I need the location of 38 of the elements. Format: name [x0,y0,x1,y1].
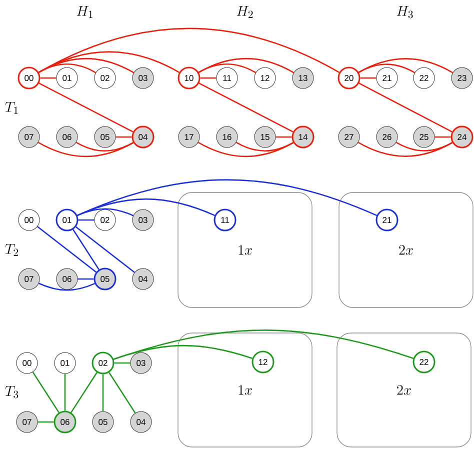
edge-line [113,330,414,360]
edge-line [102,374,104,412]
math-label: $T_2$ [5,244,18,256]
edge-line [37,226,97,273]
edge-line [360,77,376,79]
edge-line [70,372,98,413]
edge-line [72,229,100,270]
edge-line [78,278,94,280]
edge-line [434,136,451,138]
edge-line [38,58,134,74]
math-label: $H_2$ [236,6,253,18]
edge-line [276,136,292,138]
edge-line [38,28,340,73]
edge-line [75,226,135,273]
edge-line [358,142,453,157]
edge-line [76,142,134,152]
edge-line [38,142,134,158]
edge-line [198,58,294,74]
edge-line [38,282,95,291]
edge-line [114,362,130,364]
edge-line [78,219,94,221]
edge-line [200,77,216,79]
edge-line [116,136,132,138]
edge-line [358,82,452,132]
edge-line [64,374,66,411]
edge-line [40,77,56,79]
edge-line [38,421,54,423]
edge-line [198,82,294,132]
math-label: $T_3$ [5,386,18,398]
edge-line [198,142,294,158]
edge-line [38,82,134,132]
math-label: $H_1$ [76,6,92,18]
edge-line [32,372,60,413]
math-label: $T_1$ [5,102,18,114]
edge-line [108,372,136,414]
edge-line [358,58,453,74]
edge-line [77,179,377,216]
math-label: $H_3$ [396,6,413,18]
